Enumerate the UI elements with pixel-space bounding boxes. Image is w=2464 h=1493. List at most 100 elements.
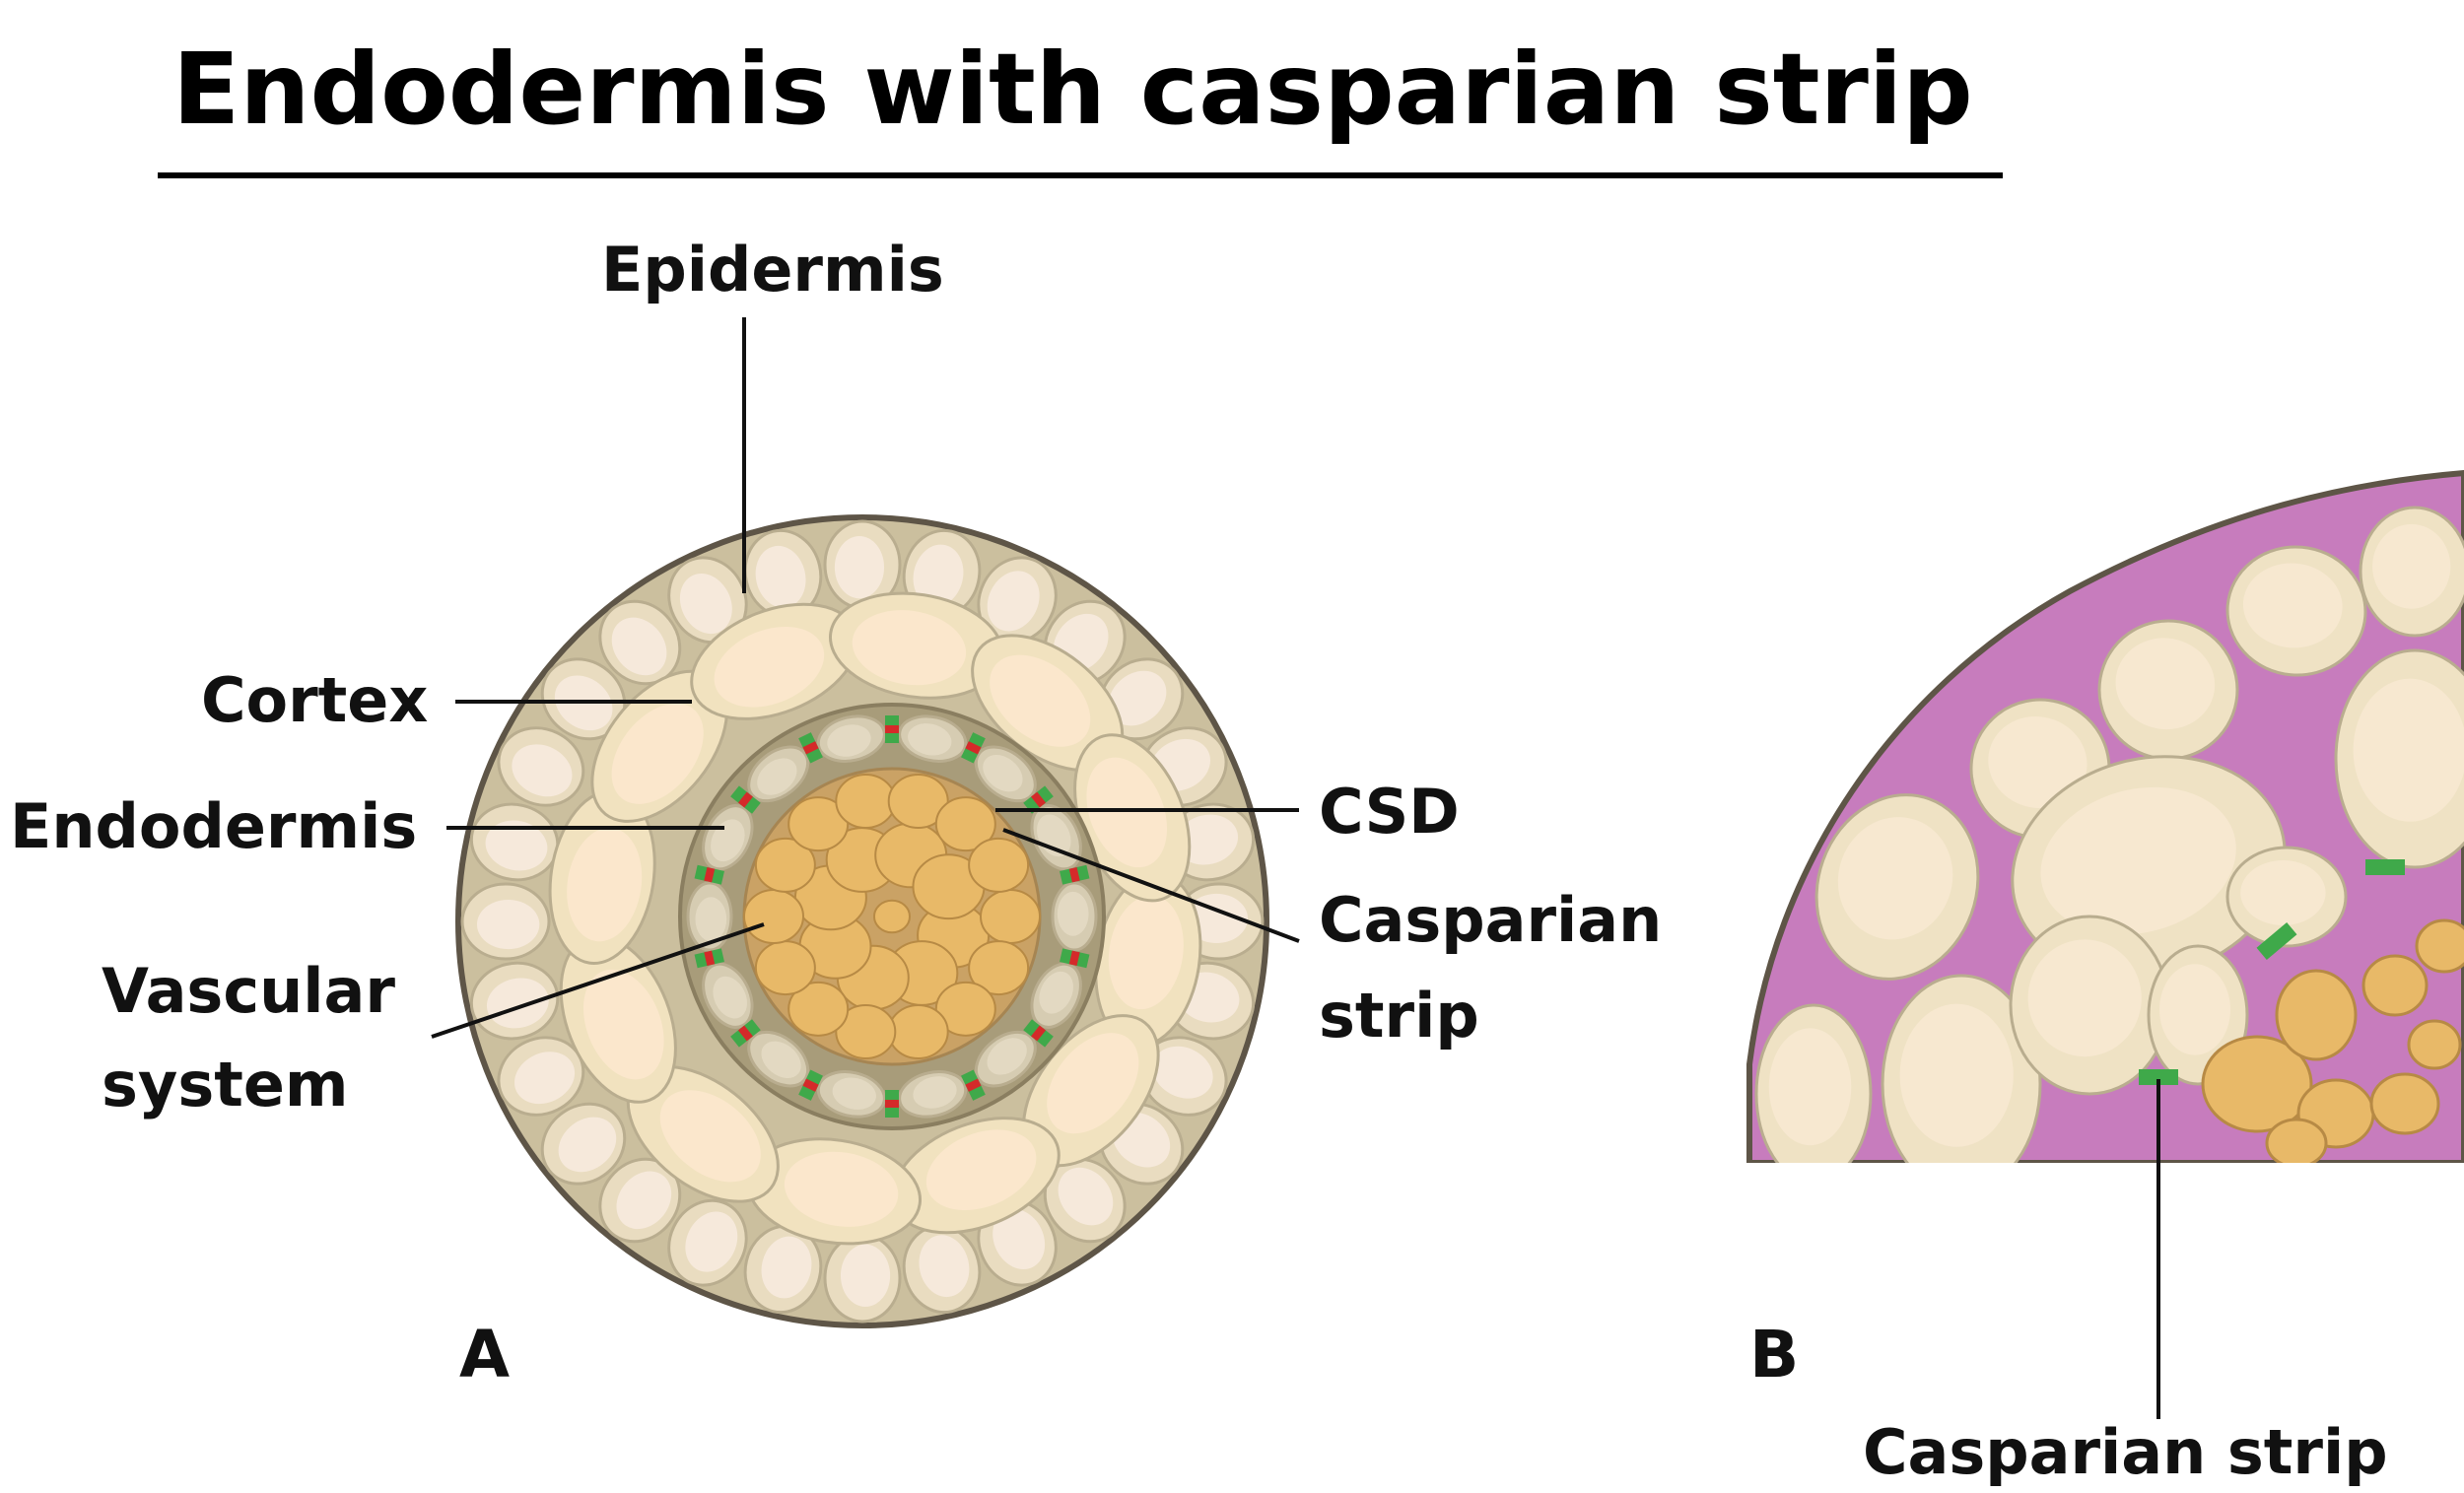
cortex-cell bbox=[971, 634, 1125, 772]
cortex-cell bbox=[746, 1137, 923, 1246]
epidermis-cell bbox=[823, 1233, 902, 1323]
endodermis-cell-lumen bbox=[908, 723, 952, 756]
endodermis-cell-lumen bbox=[827, 724, 871, 757]
epidermis-cell bbox=[469, 961, 560, 1041]
epidermis-cell bbox=[743, 528, 823, 619]
cortex-cell-lumen bbox=[1108, 895, 1184, 1010]
epidermis-cell bbox=[540, 1102, 627, 1186]
root-cross-section bbox=[455, 514, 1269, 1328]
magnified-cell-lumen bbox=[2115, 638, 2216, 730]
label-panel-b: B bbox=[1749, 1317, 1799, 1392]
casparian-strip-mark bbox=[694, 948, 724, 969]
epidermis-cell bbox=[977, 556, 1058, 645]
epidermis-cell-lumen bbox=[486, 978, 549, 1029]
casparian-strip-mark bbox=[1023, 1019, 1054, 1048]
casparian-strip-mark bbox=[730, 785, 761, 814]
magnified-cell bbox=[1814, 793, 1980, 981]
endodermis-cell-lumen bbox=[713, 976, 747, 1019]
cortex-cell bbox=[559, 934, 677, 1104]
epidermis-cell-lumen bbox=[919, 1235, 970, 1298]
epidermis-cell-lumen bbox=[476, 899, 540, 950]
magnified-cell bbox=[2225, 545, 2367, 677]
vascular-cell bbox=[934, 796, 996, 852]
magnified-cell-lumen bbox=[1988, 716, 2088, 808]
magnified-cell bbox=[1754, 1003, 1873, 1163]
label-endodermis: Endodermis bbox=[10, 790, 417, 862]
vascular-cell bbox=[968, 940, 1030, 996]
cortex-cell bbox=[548, 789, 656, 966]
magnified-cell bbox=[2009, 915, 2170, 1096]
cortex-cell bbox=[828, 591, 1004, 700]
vascular-cell bbox=[835, 774, 897, 830]
cortex-cell bbox=[626, 1065, 780, 1203]
epidermis-cell bbox=[469, 802, 560, 882]
magnified-vascular-cell bbox=[2201, 1035, 2313, 1133]
magnified-cell-lumen bbox=[2159, 964, 2230, 1055]
casparian-strip-mark bbox=[1023, 785, 1054, 814]
epidermis-cell-lumen bbox=[992, 1208, 1046, 1269]
magnified-cell bbox=[2097, 619, 2239, 761]
casparian-strip-red bbox=[802, 741, 819, 755]
magnified-vascular-cell bbox=[2407, 1019, 2462, 1070]
epidermis-cell bbox=[598, 599, 682, 686]
endodermis-cell bbox=[816, 1070, 886, 1119]
magnified-casparian-green bbox=[2139, 1069, 2178, 1085]
vascular-cell bbox=[787, 796, 850, 852]
casparian-strip-red bbox=[885, 1100, 899, 1108]
magnified-cell-lumen bbox=[2372, 523, 2451, 609]
epidermis-cell-lumen bbox=[761, 1236, 812, 1299]
cortex-cells bbox=[548, 591, 1202, 1246]
endodermis-cell bbox=[747, 745, 810, 803]
casparian-strip-mark bbox=[694, 864, 724, 885]
vascular-cell bbox=[980, 889, 1041, 944]
magnified-casparian-green bbox=[2256, 922, 2297, 960]
endodermis-cells bbox=[686, 714, 1098, 1119]
cortex-cell-lumen bbox=[925, 1129, 1037, 1211]
epidermis-cell-lumen bbox=[1108, 670, 1167, 726]
label-vascular-line2: system bbox=[102, 1049, 349, 1120]
casparian-strip-mark bbox=[1060, 948, 1090, 969]
cortex-cell-lumen bbox=[784, 1151, 899, 1227]
section-cut-edge bbox=[1745, 1163, 2464, 1171]
casparian-strip-red bbox=[885, 725, 899, 733]
casparian-strip-mark bbox=[730, 1019, 761, 1048]
endodermis-cell bbox=[686, 881, 733, 952]
vascular-cell bbox=[743, 889, 804, 944]
magnified-vascular-cell bbox=[2275, 969, 2358, 1061]
magnified-cell bbox=[2334, 648, 2464, 869]
casparian-strip-mark bbox=[1060, 864, 1090, 885]
endodermis-cell bbox=[898, 714, 968, 763]
cortex-cell-lumen bbox=[1047, 1033, 1139, 1134]
magnified-casparian-mark bbox=[2139, 1069, 2178, 1085]
endodermis-cell bbox=[816, 714, 886, 763]
epidermis-cell bbox=[667, 556, 748, 645]
epidermis-cell bbox=[598, 1157, 682, 1244]
magnified-vascular-cell bbox=[2369, 1072, 2440, 1135]
cortex-cell bbox=[891, 1117, 1061, 1235]
label-casparian-line1: Casparian bbox=[1319, 884, 1662, 956]
casparian-strip-mark bbox=[885, 715, 899, 743]
cortex-cell-lumen bbox=[659, 1090, 761, 1183]
epidermis-cell-lumen bbox=[558, 1117, 617, 1173]
cortex-cell-lumen bbox=[1086, 757, 1168, 868]
label-cortex: Cortex bbox=[201, 664, 428, 736]
magnified-cell-lumen bbox=[2353, 678, 2464, 822]
casparian-strip-red bbox=[1031, 1025, 1047, 1042]
casparian-strip-mark bbox=[961, 1069, 986, 1101]
casparian-strip-red bbox=[737, 1025, 753, 1042]
cortex-cell bbox=[690, 602, 859, 720]
magnified-section bbox=[1746, 469, 2464, 1163]
magnified-vascular-cells bbox=[2201, 918, 2464, 1163]
epidermis-cell-lumen bbox=[485, 820, 548, 871]
cortex-cell-lumen bbox=[714, 626, 825, 708]
magnified-cell bbox=[2225, 846, 2348, 948]
casparian-strip-red bbox=[965, 741, 982, 755]
epidermis-cell-lumen bbox=[616, 1171, 672, 1230]
epidermis-cell-lumen bbox=[685, 1211, 738, 1272]
magnified-casparian-mark bbox=[2365, 859, 2405, 875]
casparian-strip-marks bbox=[694, 715, 1090, 1118]
endodermis-cell bbox=[702, 804, 754, 871]
casparian-strip-red bbox=[737, 791, 753, 808]
casparian-strip-red bbox=[802, 1078, 819, 1092]
casparian-strip-red bbox=[965, 1078, 982, 1092]
